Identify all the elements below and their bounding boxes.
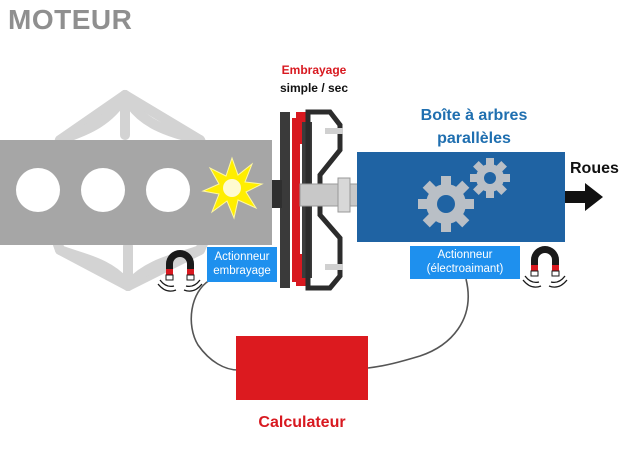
- ecu-box: [236, 336, 368, 400]
- clutch-subtitle: simple / sec: [279, 81, 349, 95]
- clutch-assembly: [272, 109, 363, 291]
- arrow-right-icon: [565, 183, 603, 211]
- diagram-title: MOTEUR: [8, 4, 133, 35]
- clutch-disc: [292, 118, 300, 282]
- clutch-actuator-line1: Actionneur: [214, 251, 270, 263]
- flywheel: [280, 112, 290, 288]
- wheels-label: Roues: [570, 160, 619, 177]
- cylinder-3: [146, 168, 190, 212]
- magnet-icon: [157, 250, 203, 292]
- clutch-cover: [305, 109, 343, 291]
- clutch-title: Embrayage: [281, 63, 347, 77]
- explosion-icon: [201, 156, 264, 220]
- gearbox-actuator-line1: Actionneur: [437, 249, 493, 261]
- cylinder-1: [16, 168, 60, 212]
- input-shaft: [299, 183, 363, 207]
- ecu-label: Calculateur: [258, 414, 346, 431]
- magnet-icon: [522, 246, 568, 288]
- release-fork-bottom: [325, 264, 343, 270]
- wire-clutch-actuator: [190, 279, 239, 371]
- release-fork-top: [325, 128, 343, 134]
- gearbox-title: Boîte à arbres parallèles: [396, 104, 552, 150]
- gearbox-actuator-line2: (électroaimant): [426, 263, 504, 275]
- input-shaft-hub: [337, 177, 351, 213]
- clutch-actuator-line2: embrayage: [213, 265, 271, 277]
- gearbox-actuator-box: Actionneur (électroaimant): [410, 246, 520, 279]
- gearbox-title-line2: parallèles: [437, 130, 511, 147]
- wire-gearbox-actuator: [367, 278, 469, 369]
- cylinder-2: [81, 168, 125, 212]
- flywheel-inner: [272, 180, 282, 208]
- gears-icon: [418, 158, 510, 232]
- clutch-actuator-box: Actionneur embrayage: [207, 247, 277, 282]
- gearbox-title-line1: Boîte à arbres: [420, 107, 528, 124]
